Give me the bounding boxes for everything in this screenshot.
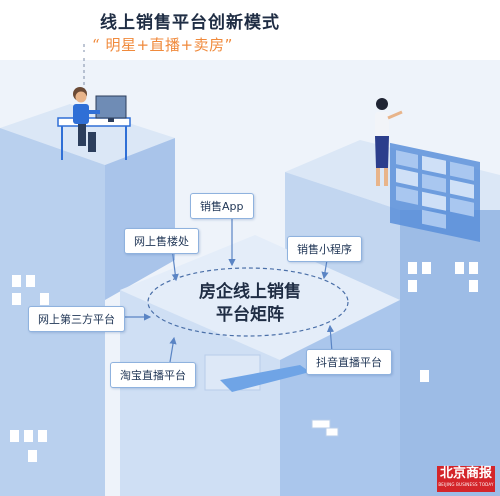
diagram-subtitle: “ 明星+直播+卖房”: [92, 34, 233, 55]
arrow-douyin: [326, 324, 335, 353]
logo-english: BEIJING BUSINESS TODAY: [438, 482, 494, 487]
node-online-sales-office: 网上售楼处: [124, 228, 199, 254]
center-label-line2: 平台矩阵: [216, 305, 284, 325]
arrow-taobao: [169, 336, 177, 363]
presenter-figure: [375, 98, 480, 243]
node-third-party-platform: 网上第三方平台: [28, 306, 125, 332]
subtitle-quote: “: [92, 36, 101, 54]
node-douyin-live: 抖音直播平台: [306, 349, 392, 375]
node-sales-mini-program: 销售小程序: [287, 236, 362, 262]
node-taobao-live: 淘宝直播平台: [110, 362, 196, 388]
logo-name: 北京商报: [439, 466, 492, 481]
subtitle-text: 明星+直播+卖房”: [105, 36, 233, 54]
node-sales-app: 销售App: [190, 193, 254, 219]
center-label: 房企线上销售 平台矩阵: [180, 281, 320, 327]
diagram-title: 线上销售平台创新模式: [100, 13, 280, 33]
publisher-logo: 北京商报 BEIJING BUSINESS TODAY: [437, 466, 495, 492]
platform-ellipse: [147, 267, 349, 337]
center-label-line1: 房企线上销售: [199, 282, 301, 302]
desk-worker-figure: [57, 87, 131, 160]
